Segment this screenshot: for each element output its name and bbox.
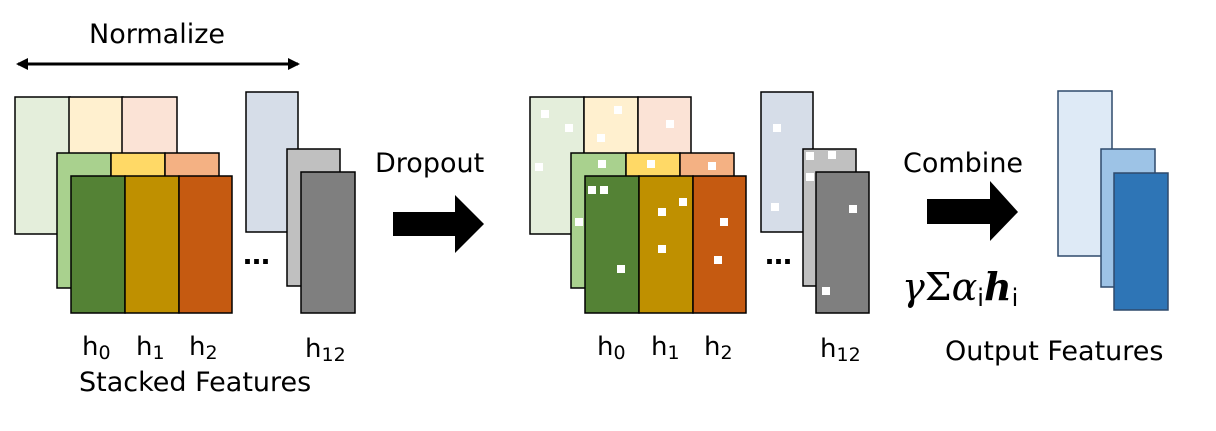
dropped-cell: [849, 205, 857, 213]
layer-label-h: h: [189, 332, 206, 362]
normalize-label: Normalize: [89, 19, 225, 50]
dropped-cell: [614, 106, 622, 114]
combine-arrow: [927, 181, 1018, 241]
layer-label-h12: h12: [305, 334, 346, 365]
formula-alpha: α: [951, 265, 978, 309]
dropped-cell: [806, 152, 814, 160]
layer-label-h2: h2: [189, 332, 218, 363]
dropped-cell: [714, 256, 722, 264]
feature-front-h0: [70, 175, 126, 314]
dropped-cell: [828, 151, 836, 159]
dropout-features-group: [529, 91, 870, 314]
dropped-cell: [679, 198, 687, 206]
dropout-layer-label-h12: h12: [820, 334, 861, 365]
layer-label-sub: 2: [205, 342, 218, 364]
formula-h: h: [983, 264, 1012, 309]
layer-label-h: h: [704, 332, 721, 362]
dropped-cell: [822, 287, 830, 295]
dropout-mask-squares: [535, 106, 857, 295]
dropped-cell: [720, 218, 728, 226]
dropout-front-h2: [692, 175, 747, 314]
layer-label-h: h: [305, 334, 322, 364]
dropped-cell: [598, 160, 606, 168]
layer-label-sub: 2: [720, 342, 733, 364]
dropped-cell: [565, 124, 573, 132]
dropped-cell: [575, 218, 583, 226]
dropped-cell: [771, 203, 779, 211]
dropped-cell: [541, 110, 549, 118]
layer-label-h: h: [820, 334, 837, 364]
layer-label-sub: 12: [836, 344, 861, 366]
dropped-cell: [773, 124, 781, 132]
formula-gamma: γ: [902, 265, 925, 309]
dropped-cell: [588, 186, 596, 194]
dropout-layer-label-h1: h1: [651, 332, 680, 363]
dropped-cell: [658, 245, 666, 253]
formula-alpha-sub: i: [977, 284, 984, 312]
layer-label-sub: 1: [152, 342, 165, 364]
dropout-layer-label-h0: h0: [597, 332, 626, 363]
layer-label-h: h: [82, 332, 99, 362]
formula-h-sub: i: [1011, 284, 1019, 312]
layer-label-h1: h1: [136, 332, 165, 363]
dropped-cell: [647, 160, 655, 168]
dropout-layer-label-h2: h2: [704, 332, 733, 363]
output-front: [1113, 172, 1169, 311]
stacked-features-label: Stacked Features: [79, 367, 312, 398]
dropped-cell: [666, 120, 674, 128]
feature-front-h1: [124, 175, 180, 314]
layer-label-sub: 12: [321, 344, 346, 366]
output-features-group: [1057, 90, 1169, 311]
dropped-cell: [617, 265, 625, 273]
layer-label-h: h: [651, 332, 668, 362]
dropped-cell: [708, 162, 716, 170]
ellipsis-left: …: [243, 240, 270, 271]
feature-front-h2: [178, 175, 233, 314]
layer-label-h: h: [597, 332, 614, 362]
combine-label: Combine: [903, 148, 1024, 179]
layer-label-sub: 0: [98, 342, 111, 364]
output-features-label: Output Features: [945, 336, 1164, 367]
dropout-arrow: [393, 195, 484, 253]
dropped-cell: [658, 208, 666, 216]
dropped-cell: [806, 173, 814, 181]
dropout-front-h0: [584, 175, 640, 314]
dropout-front-h1: [638, 175, 694, 314]
layer-label-h0: h0: [82, 332, 111, 363]
combine-formula: γΣαihi: [902, 265, 1018, 311]
dropped-cell: [600, 186, 608, 194]
stacked-features-group: [14, 91, 356, 314]
dropout-label: Dropout: [375, 148, 485, 179]
formula-sigma: Σ: [924, 265, 952, 309]
layer-label-h: h: [136, 332, 153, 362]
layer-label-sub: 0: [613, 342, 626, 364]
feature-front-h12: [300, 171, 356, 314]
ellipsis-middle: …: [765, 240, 792, 271]
dropped-cell: [535, 163, 543, 171]
layer-label-sub: 1: [667, 342, 680, 364]
dropped-cell: [597, 134, 605, 142]
